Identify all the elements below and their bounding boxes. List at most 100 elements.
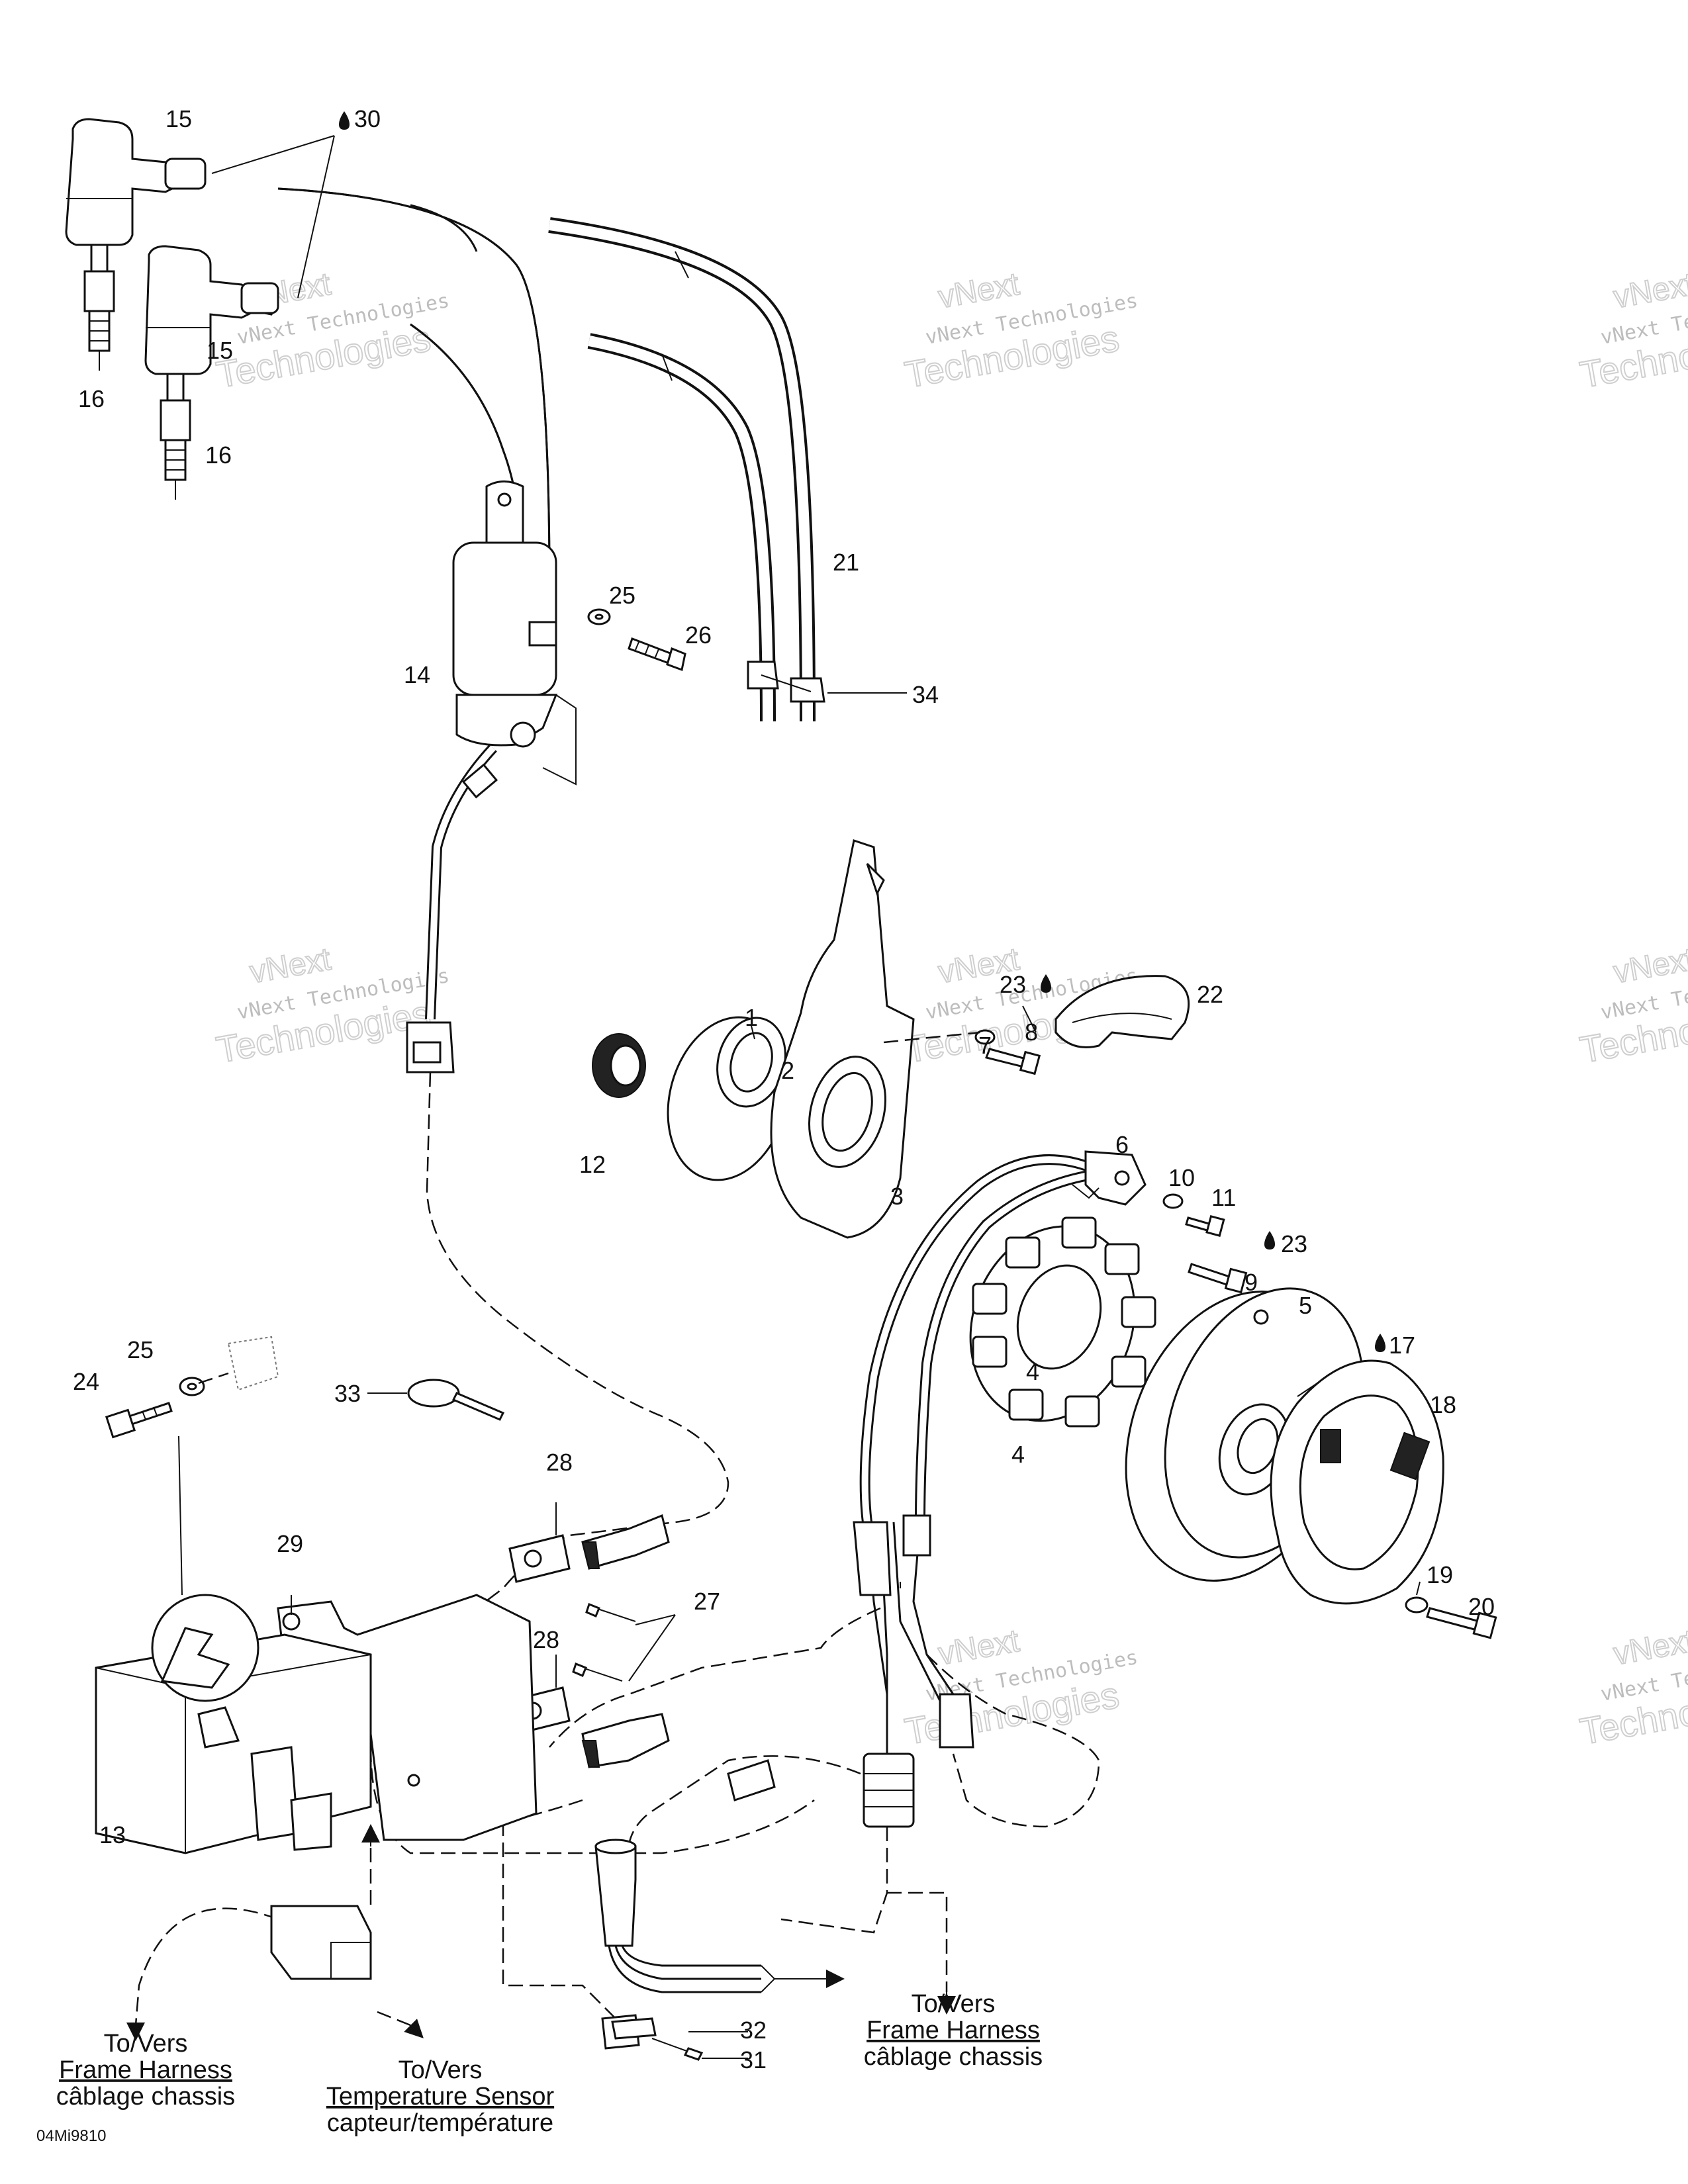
- callout-13: 13: [99, 1821, 126, 1848]
- watermark-9: vNext vNext Technologies Technologies: [1576, 1623, 1688, 1753]
- callout-12: 12: [579, 1151, 606, 1178]
- trigger-screw: [1185, 1214, 1225, 1237]
- drop-icon: [1264, 1231, 1275, 1250]
- callouts: 1 2 3 4 4 5 6 7 8 9 10 11 12 13 14 15 15…: [73, 105, 1495, 2073]
- crankcase-cover: [770, 839, 915, 1239]
- stator-wire: [859, 1154, 1094, 1523]
- callout-2: 2: [781, 1057, 794, 1084]
- leader-lines: [291, 692, 1421, 2059]
- crankshaft-bushing: [592, 1033, 646, 1098]
- callout-23: 23: [1000, 971, 1026, 998]
- callout-15: 15: [165, 105, 192, 132]
- arrows: [126, 1824, 956, 2041]
- callout-18: 18: [1430, 1391, 1456, 1418]
- trigger-ring: [1270, 1359, 1444, 1605]
- callout-20: 20: [1468, 1593, 1495, 1620]
- destination-right-fr: câblage chassis: [864, 2043, 1043, 2071]
- housing-washer: [974, 1029, 996, 1045]
- connector-plug-upper: [581, 1514, 670, 1570]
- destination-middle: To/Vers Temperature Sensor capteur/tempé…: [326, 2056, 555, 2137]
- trigger-coil: [1072, 1150, 1147, 1206]
- oil-seal: [716, 1017, 786, 1108]
- coil-washer: [587, 608, 611, 625]
- callout-26: 26: [685, 621, 712, 649]
- callout-33: 33: [334, 1380, 361, 1407]
- callout-8: 8: [1025, 1019, 1038, 1046]
- callout-15: 15: [207, 337, 233, 364]
- callout-16: 16: [205, 441, 232, 469]
- svg-text:vNext: vNext: [1611, 1623, 1688, 1672]
- destination-middle-name: Temperature Sensor: [326, 2083, 555, 2111]
- drop-icon: [339, 111, 350, 130]
- trigger-washer: [1162, 1193, 1184, 1209]
- callout-11: 11: [1211, 1184, 1236, 1211]
- callout-32: 32: [740, 2017, 767, 2044]
- connector-plug-lower: [581, 1713, 670, 1768]
- terminal-pins: [572, 1603, 676, 1682]
- connector-plug-mid: [727, 1759, 776, 1801]
- callout-9: 9: [1244, 1269, 1258, 1296]
- callout-29: 29: [277, 1530, 303, 1557]
- callout-4: 4: [1011, 1441, 1025, 1468]
- callout-6: 6: [1115, 1131, 1129, 1158]
- timing-cover: [1055, 975, 1190, 1048]
- flywheel-bolt: [1426, 1607, 1497, 1639]
- destination-right-name: Frame Harness: [867, 2017, 1040, 2044]
- callout-24: 24: [73, 1368, 99, 1395]
- cdi-washer: [179, 1377, 205, 1396]
- coil-bolt: [628, 637, 686, 672]
- callout-31: 31: [740, 2046, 767, 2073]
- callout-14: 14: [404, 661, 430, 688]
- callout-34: 34: [912, 681, 939, 708]
- callout-21: 21: [833, 549, 859, 576]
- svg-text:vNext: vNext: [1611, 267, 1688, 316]
- callout-19: 19: [1427, 1561, 1453, 1588]
- svg-text:vNext: vNext: [1611, 942, 1688, 991]
- drawing-reference: 04Mi9810: [36, 2127, 106, 2145]
- cdi-mount-hint: [198, 1336, 279, 1391]
- callout-27: 27: [694, 1588, 720, 1615]
- cdi-screw: [105, 1402, 173, 1439]
- svg-text:vNext: vNext: [248, 942, 334, 991]
- destination-left-name: Frame Harness: [59, 2056, 232, 2084]
- tie-wrap: [407, 1379, 505, 1421]
- detail-circle: [151, 1435, 259, 1702]
- magneto-harness: [853, 1514, 974, 1828]
- callout-22: 22: [1197, 981, 1223, 1008]
- callout-10: 10: [1168, 1164, 1195, 1191]
- connector-housing-upper: [508, 1534, 571, 1583]
- callout-28: 28: [546, 1449, 573, 1476]
- spark-plug-1: [83, 244, 115, 371]
- watermark-1: vNext vNext Technologies Technologies: [212, 266, 451, 396]
- callout-7: 7: [978, 1032, 992, 1059]
- drop-icon: [1041, 974, 1051, 993]
- coil-lead-wire: [406, 744, 498, 1073]
- watermarks: vNext vNext Technologies Technologies vN…: [212, 266, 1688, 1753]
- destination-left: To/Vers Frame Harness câblage chassis: [56, 2030, 235, 2111]
- spark-plug-cap-1: [65, 118, 207, 246]
- stator-screw: [1188, 1263, 1248, 1294]
- destination-middle-fr: capteur/température: [327, 2109, 553, 2137]
- drop-icon: [1375, 1334, 1385, 1352]
- watermark-2: vNext vNext Technologies Technologies: [901, 266, 1139, 396]
- svg-text:vNext: vNext: [936, 1623, 1022, 1672]
- destination-left-to: To/Vers: [104, 2030, 188, 2058]
- callout-1: 1: [745, 1004, 758, 1031]
- callout-25: 25: [127, 1336, 154, 1363]
- callout-23: 23: [1281, 1230, 1307, 1257]
- destination-right: To/Vers Frame Harness câblage chassis: [864, 1990, 1043, 2071]
- destination-right-to: To/Vers: [912, 1990, 996, 2018]
- callout-5: 5: [1299, 1292, 1312, 1319]
- housing-screw: [984, 1048, 1041, 1075]
- callout-17: 17: [1389, 1332, 1415, 1359]
- stator: [969, 1216, 1156, 1428]
- callout-3: 3: [890, 1183, 904, 1210]
- destination-middle-to: To/Vers: [399, 2056, 483, 2084]
- callout-30: 30: [354, 105, 381, 132]
- spark-plug-2: [160, 373, 191, 500]
- callout-16: 16: [78, 385, 105, 412]
- watermark-7: vNext vNext Technologies Technologies: [1576, 266, 1688, 396]
- spark-plug-cap-2: [144, 245, 279, 375]
- cdi-module: [95, 1633, 372, 1854]
